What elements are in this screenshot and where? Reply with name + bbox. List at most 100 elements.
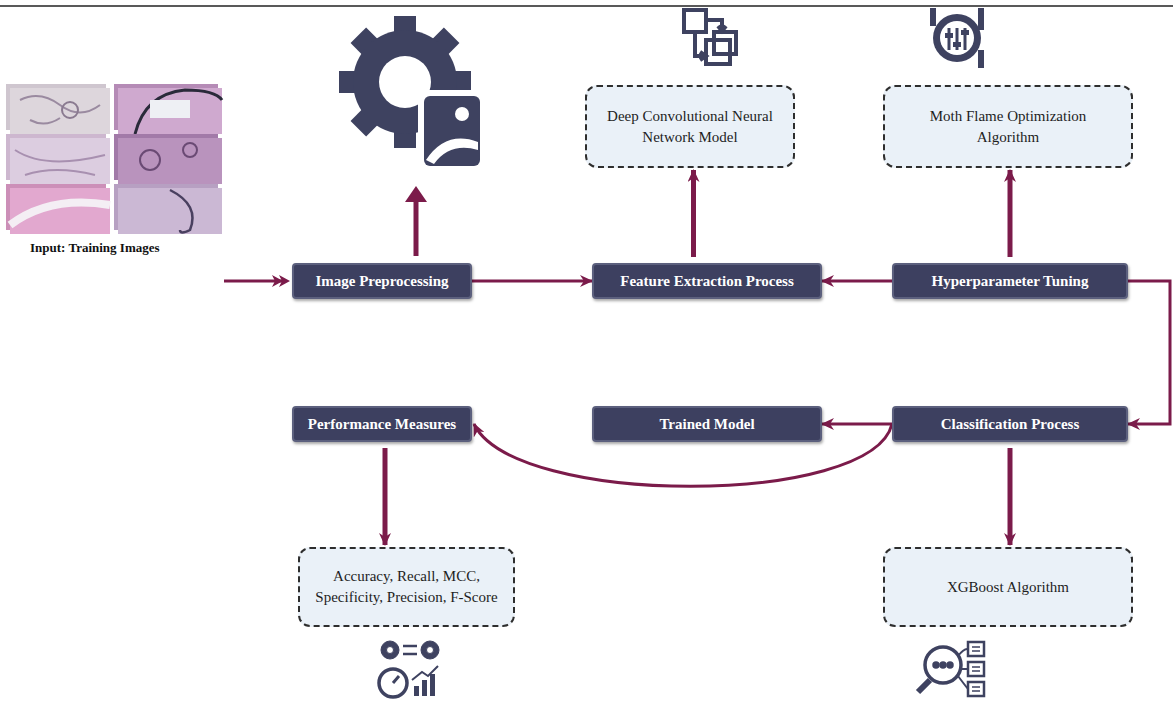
- tuning-icon-part: [961, 30, 969, 35]
- flow-arrow: [1008, 170, 1013, 257]
- text-group: Moth Flame Optimization Algorithm: [897, 106, 1119, 148]
- histology-thumbnails-part: [118, 138, 222, 184]
- histology-thumbnails-part: [140, 150, 160, 170]
- metrics-icon-part: [381, 641, 399, 659]
- flow-arrow: [472, 280, 592, 283]
- metrics-icon-part: [430, 674, 435, 696]
- input-label: Input: Training Images: [30, 240, 160, 256]
- flow-arrow: [1008, 448, 1013, 545]
- histology-thumbnails-part: [118, 188, 222, 234]
- flow-arrow: [383, 448, 388, 545]
- metrics-icon-part: [379, 669, 407, 697]
- histology-thumbnails-part: [62, 102, 78, 118]
- tuning-icon-part: [945, 33, 953, 38]
- tuning-icon-part: [940, 21, 974, 55]
- metrics-icon-part: [422, 680, 427, 696]
- model-icon-part: [684, 10, 706, 32]
- box-text: Performance Measures: [308, 416, 456, 433]
- process-box: Feature Extraction Process: [592, 263, 822, 299]
- classification-icon-part: [925, 647, 961, 683]
- text-group: Image Preprocessing: [315, 273, 448, 290]
- icon-arrow-part: [414, 200, 419, 256]
- box-text: Image Preprocessing: [315, 273, 448, 290]
- classification-icon-part: [948, 663, 952, 667]
- text-group: Deep Convolutional Neural Network Model: [599, 106, 781, 148]
- algorithm-box: Moth Flame Optimization Algorithm: [883, 85, 1133, 168]
- box-text: Trained Model: [659, 416, 754, 433]
- box-text: Moth Flame Optimization Algorithm: [897, 106, 1119, 148]
- classification-icon-part: [958, 649, 968, 689]
- histology-thumbnails-part: [10, 188, 110, 234]
- tuning-icon-part: [933, 14, 981, 62]
- histology-thumbnails-part: [183, 143, 197, 157]
- text-group: Hyperparameter Tuning: [932, 273, 1089, 290]
- classification-icon-part: [968, 682, 984, 696]
- box-text: Deep Convolutional Neural Network Model: [599, 106, 781, 148]
- metrics-icon-part: [427, 647, 434, 654]
- input-arrow-part: [272, 275, 283, 287]
- text-group: Accuracy, Recall, MCC, Specificity, Prec…: [312, 566, 501, 608]
- metrics-icon-part: [414, 686, 419, 696]
- text-group: XGBoost Algorithm: [947, 577, 1069, 598]
- flow-arrow: [1128, 281, 1170, 424]
- tuning-icon-part: [978, 8, 984, 30]
- model-icon: [684, 10, 736, 64]
- classification-icon-part: [934, 663, 938, 667]
- classification-icon-part: [941, 663, 945, 667]
- box-text: XGBoost Algorithm: [947, 577, 1069, 598]
- histology-thumbnails-part: [10, 88, 110, 134]
- histology-thumbnails-part: [150, 100, 190, 118]
- metrics-icon: [379, 641, 439, 697]
- box-text: Accuracy, Recall, MCC, Specificity, Prec…: [312, 566, 501, 608]
- input-arrow: [224, 275, 290, 287]
- input-arrow-part: [224, 280, 282, 283]
- classification-icon-part: [968, 642, 984, 656]
- classification-icon: [918, 642, 984, 696]
- histology-thumbnails-part: [170, 190, 193, 233]
- histology-thumbnails-part: [10, 203, 110, 226]
- icon-arrow: [405, 186, 427, 256]
- gear-image-icon: [339, 16, 484, 168]
- histology-thumbnails-part: [118, 88, 222, 134]
- histology-thumbnails-part: [15, 150, 105, 175]
- gear-image-icon-part: [418, 90, 484, 168]
- algorithm-box: XGBoost Algorithm: [883, 547, 1133, 627]
- text-group: Performance Measures: [308, 416, 456, 433]
- model-icon-part: [708, 20, 726, 31]
- header-rule: [0, 5, 1173, 7]
- classification-icon-part: [972, 647, 980, 691]
- box-text: Classification Process: [941, 416, 1079, 433]
- model-box: Deep Convolutional Neural Network Model: [585, 85, 795, 168]
- icon-arrow-part: [405, 186, 427, 202]
- classification-icon-part: [968, 662, 984, 676]
- process-box: Hyperparameter Tuning: [892, 263, 1128, 299]
- flow-arrow: [691, 170, 696, 257]
- text-group: Trained Model: [659, 416, 754, 433]
- metrics-box: Accuracy, Recall, MCC, Specificity, Prec…: [298, 547, 515, 627]
- model-icon-part: [695, 32, 706, 60]
- tuning-icon-part: [948, 28, 951, 50]
- classification-icon-part: [918, 680, 930, 692]
- metrics-icon-part: [387, 647, 394, 654]
- text-group: Classification Process: [941, 416, 1079, 433]
- tuning-icon-part: [930, 8, 936, 26]
- flow-arrow: [822, 280, 892, 283]
- process-box: Trained Model: [592, 406, 822, 442]
- process-box: Image Preprocessing: [292, 263, 472, 299]
- histology-thumbnails-part: [10, 138, 110, 184]
- gear-image-icon-part: [455, 107, 469, 121]
- metrics-icon-part: [421, 641, 439, 659]
- gear-image-icon-part: [424, 96, 480, 166]
- tuning-icon-part: [978, 50, 984, 68]
- box-text: Feature Extraction Process: [620, 273, 794, 290]
- tuning-icon-part: [953, 42, 961, 47]
- histology-thumbnails-part: [20, 96, 100, 124]
- metrics-icon-part: [393, 676, 399, 683]
- tuning-icon: [930, 8, 984, 68]
- histology-thumbnails-part: [135, 90, 222, 134]
- histology-thumbnails: [6, 84, 222, 234]
- box-text: Hyperparameter Tuning: [932, 273, 1089, 290]
- flow-arrow: [822, 423, 892, 426]
- gear-image-icon-part: [426, 139, 478, 164]
- metrics-icon-part: [403, 646, 417, 654]
